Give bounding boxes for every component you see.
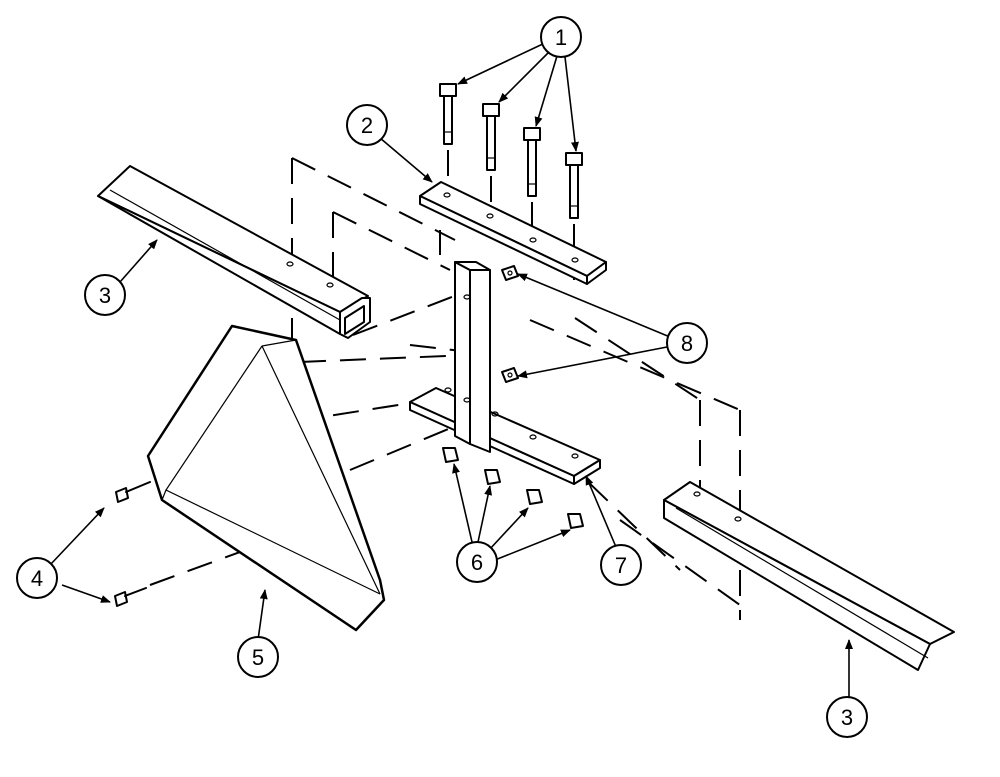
callout-8: 8: [666, 322, 708, 364]
left-tube: [97, 165, 371, 339]
nut-8a: [501, 265, 519, 281]
nut-8b: [501, 367, 519, 383]
top-plate: [419, 181, 607, 285]
nut-6c: [526, 489, 543, 505]
callout-2: 2: [346, 104, 388, 146]
callout-6-label: 6: [471, 550, 483, 575]
callout-7: 7: [600, 544, 642, 586]
callout-3-left: 3: [84, 274, 126, 316]
bolt-1c: [523, 127, 541, 197]
screw-4a: [115, 481, 151, 503]
callout-7-label: 7: [615, 553, 627, 578]
nut-6d: [567, 513, 584, 529]
nut-6a: [442, 447, 459, 463]
nut-6b: [484, 469, 501, 485]
callout-3-left-label: 3: [99, 283, 111, 308]
callout-4: 4: [16, 557, 58, 599]
callout-1: 1: [540, 16, 582, 58]
right-tube: [663, 481, 955, 671]
bolt-1d: [565, 152, 583, 219]
callout-2-label: 2: [361, 113, 373, 138]
callout-3-right: 3: [826, 696, 868, 738]
smv-emblem: [146, 324, 386, 632]
callout-4-label: 4: [31, 566, 43, 591]
callout-8-label: 8: [681, 331, 693, 356]
callout-1-label: 1: [555, 25, 567, 50]
callout-5: 5: [237, 636, 279, 678]
bolt-1b: [482, 103, 500, 171]
callout-3-right-label: 3: [841, 705, 853, 730]
callout-6: 6: [456, 541, 498, 583]
screw-4b: [114, 587, 147, 607]
leader-lines: [49, 41, 853, 699]
callout-5-label: 5: [252, 645, 264, 670]
bolt-1a: [439, 83, 457, 145]
angle-bracket: [409, 261, 601, 485]
